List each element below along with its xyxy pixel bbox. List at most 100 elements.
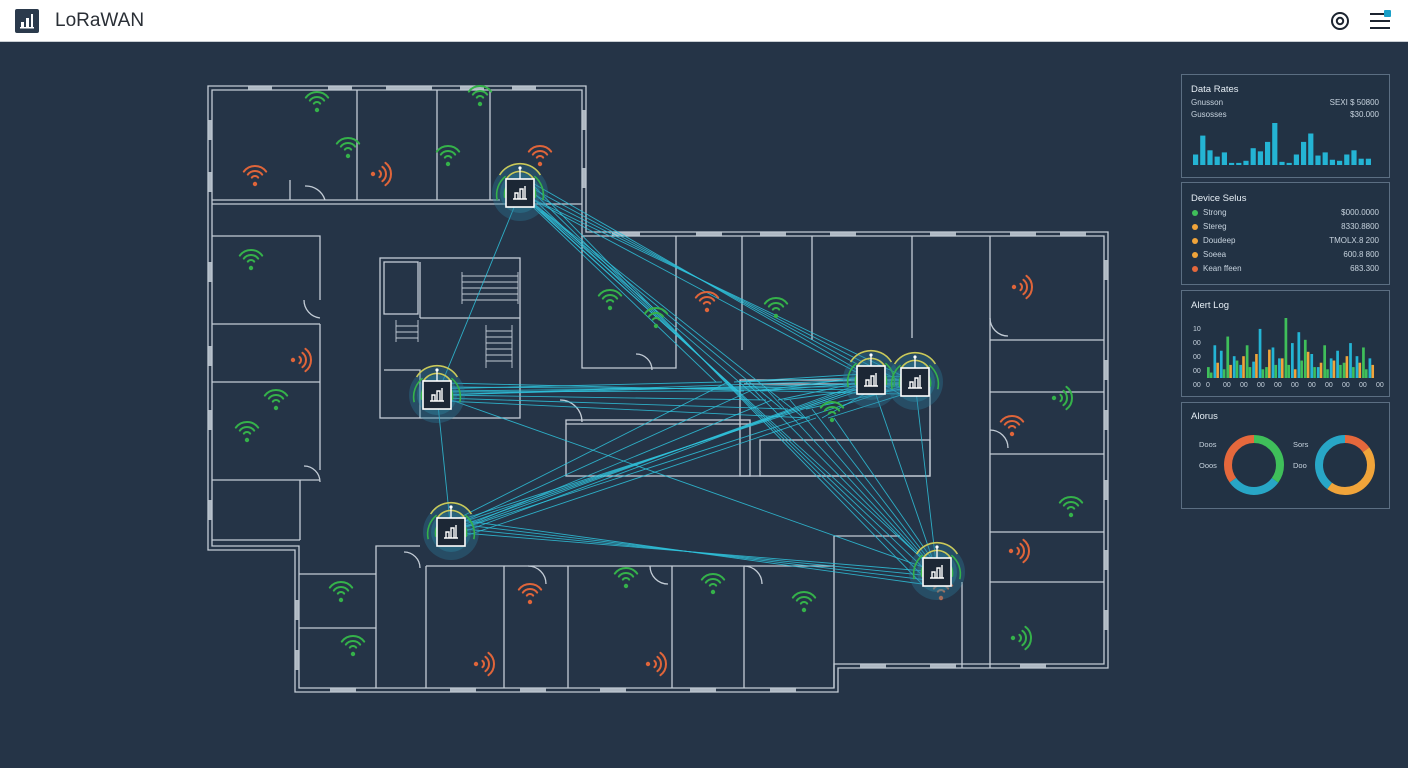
signal-link bbox=[914, 381, 938, 573]
menu-button[interactable] bbox=[1367, 8, 1393, 34]
data-rates-chart bbox=[1193, 123, 1371, 165]
signal-link bbox=[519, 192, 761, 401]
alert-bar bbox=[1300, 360, 1303, 378]
data-rates-title: Data Rates bbox=[1191, 84, 1239, 95]
device-status-item: Soeea bbox=[1192, 250, 1226, 259]
sensor-signal-icon[interactable] bbox=[335, 137, 361, 159]
data-rate-bar bbox=[1351, 150, 1357, 165]
sensor-signal-icon[interactable] bbox=[1051, 385, 1073, 411]
sensor-signal-icon[interactable] bbox=[435, 145, 461, 167]
alert-bar bbox=[1207, 367, 1210, 378]
data-rate-bar bbox=[1243, 160, 1249, 165]
sensor-signal-icon[interactable] bbox=[1058, 496, 1084, 518]
sensor-signal-icon[interactable] bbox=[1011, 274, 1033, 300]
signal-link bbox=[525, 184, 906, 391]
alert-bar bbox=[1239, 364, 1243, 378]
sensor-signal-icon[interactable] bbox=[645, 651, 667, 677]
sensor-signal-icon[interactable] bbox=[304, 91, 330, 113]
signal-link bbox=[811, 408, 942, 576]
gateway-icon[interactable] bbox=[492, 162, 548, 221]
alert-log-x-tick: 00 bbox=[1325, 382, 1333, 389]
sensor-signal-icon[interactable] bbox=[1008, 538, 1030, 564]
sensor-signal-icon[interactable] bbox=[328, 581, 354, 603]
alert-bar bbox=[1342, 362, 1346, 378]
sensor-signal-icon[interactable] bbox=[238, 249, 264, 271]
signal-link bbox=[528, 180, 923, 585]
sensor-signal-icon[interactable] bbox=[234, 421, 260, 443]
device-status-title: Device Selus bbox=[1191, 193, 1247, 204]
device-status-value: 683.300 bbox=[1350, 264, 1379, 273]
device-status-value: 8330.8800 bbox=[1341, 222, 1379, 231]
alert-bar bbox=[1271, 347, 1275, 378]
sensor-signal-icon[interactable] bbox=[517, 583, 543, 605]
signal-link bbox=[522, 188, 933, 577]
gateway-markers bbox=[409, 162, 965, 600]
alert-bar bbox=[1245, 345, 1249, 378]
sensor-signal-icon[interactable] bbox=[1010, 625, 1032, 651]
signal-link bbox=[528, 180, 901, 395]
alert-log-x-tick: 00 bbox=[1257, 382, 1265, 389]
alert-bar bbox=[1219, 350, 1223, 378]
alert-bar bbox=[1364, 369, 1368, 378]
sensor-signal-icon[interactable] bbox=[263, 389, 289, 411]
signal-link bbox=[525, 184, 928, 581]
gateway-icon[interactable] bbox=[887, 351, 943, 410]
sensor-signal-icon[interactable] bbox=[791, 591, 817, 613]
gateway-icon[interactable] bbox=[423, 501, 479, 560]
alert-bar bbox=[1332, 360, 1336, 378]
data-rate-bar bbox=[1365, 158, 1371, 165]
signal-link bbox=[459, 519, 923, 585]
sensor-signal-icon[interactable] bbox=[763, 297, 789, 319]
alert-bar bbox=[1352, 367, 1355, 378]
gateway-icon[interactable] bbox=[909, 541, 965, 600]
data-rate-bar bbox=[1193, 154, 1199, 165]
signal-link bbox=[442, 381, 729, 527]
alert-log-y-tick: 00 bbox=[1193, 354, 1201, 361]
sensor-signal-icon[interactable] bbox=[999, 415, 1025, 437]
signal-link bbox=[733, 373, 864, 383]
data-rate-bar bbox=[1344, 154, 1350, 165]
gateway-icon[interactable] bbox=[843, 349, 899, 408]
sensor-signal-icon[interactable] bbox=[290, 347, 312, 373]
alert-log-x-tick: 00 bbox=[1376, 382, 1384, 389]
alert-bar bbox=[1280, 358, 1284, 378]
sensor-signal-icon[interactable] bbox=[527, 145, 553, 167]
sensor-signal-icon[interactable] bbox=[473, 651, 495, 677]
menu-icon bbox=[1370, 10, 1391, 29]
alert-bar bbox=[1265, 367, 1268, 378]
data-rate-value: SEXI $ 50800 bbox=[1329, 98, 1379, 107]
alert-bar bbox=[1226, 336, 1230, 378]
alert-bar bbox=[1274, 364, 1278, 378]
alert-bar bbox=[1362, 347, 1365, 378]
sensor-signal-icon[interactable] bbox=[340, 635, 366, 657]
sensor-signal-icon[interactable] bbox=[643, 307, 669, 329]
alert-bar bbox=[1209, 372, 1213, 378]
gateway-icon[interactable] bbox=[409, 364, 465, 423]
alert-bar bbox=[1216, 362, 1219, 378]
signal-link bbox=[783, 381, 916, 401]
sensor-signal-icon[interactable] bbox=[700, 573, 726, 595]
sensor-signal-icon[interactable] bbox=[819, 401, 845, 423]
device-status-item: Doudeep bbox=[1192, 236, 1235, 245]
status-dot-icon bbox=[1192, 251, 1198, 258]
signal-link bbox=[519, 192, 872, 381]
alert-bar bbox=[1268, 349, 1271, 378]
top-bar: LoRaWAN bbox=[0, 0, 1408, 42]
alert-bar bbox=[1345, 356, 1349, 378]
floor-plan-map[interactable] bbox=[0, 42, 1408, 768]
sensor-signal-icon[interactable] bbox=[467, 85, 493, 107]
sensor-signal-icon[interactable] bbox=[613, 567, 639, 589]
data-rate-bar bbox=[1301, 141, 1307, 165]
signal-link bbox=[450, 381, 916, 533]
alert-log-x-tick: 00 bbox=[1359, 382, 1367, 389]
sensor-signal-icon[interactable] bbox=[694, 291, 720, 313]
sensor-signal-icon[interactable] bbox=[597, 289, 623, 311]
alert-bar bbox=[1213, 345, 1217, 378]
alert-log-y-tick: 00 bbox=[1193, 340, 1201, 347]
settings-button[interactable] bbox=[1327, 8, 1353, 34]
donut-slice bbox=[1224, 435, 1284, 495]
data-rate-bar bbox=[1329, 159, 1335, 165]
data-rate-bar bbox=[1221, 152, 1227, 165]
sensor-signal-icon[interactable] bbox=[370, 161, 392, 187]
sensor-signal-icon[interactable] bbox=[242, 165, 268, 187]
